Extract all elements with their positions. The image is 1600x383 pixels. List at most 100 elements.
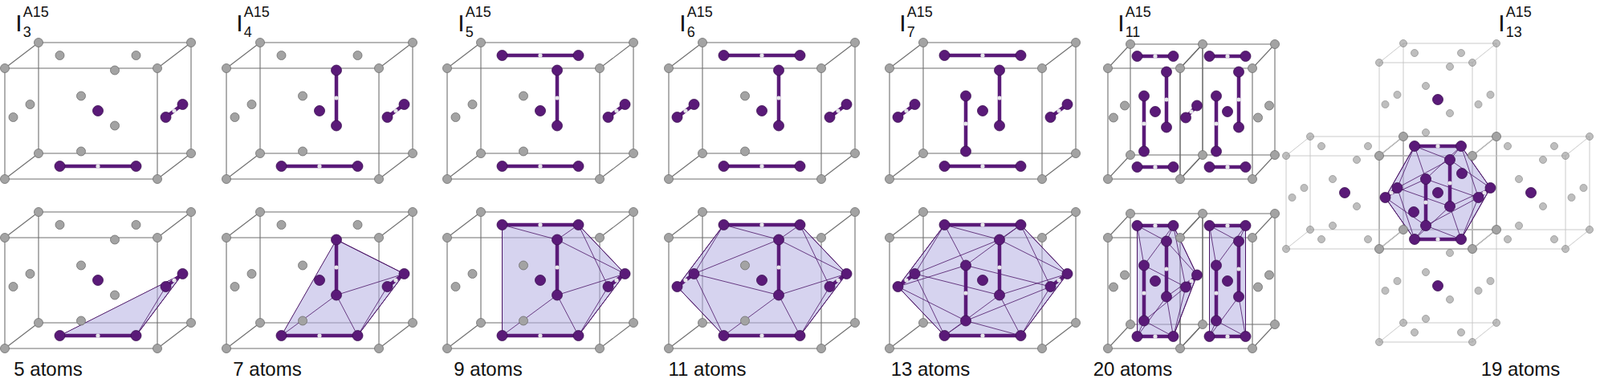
atom-count: 20 atoms [1093, 358, 1173, 380]
polyhedron-edge [578, 224, 626, 274]
cell-edge [1252, 213, 1275, 238]
cell-edge [1180, 154, 1203, 180]
cell-edge [1379, 248, 1473, 250]
cluster-atom [1233, 236, 1245, 247]
lattice-atom [353, 51, 363, 61]
lattice-atom [1198, 320, 1208, 330]
cell-edge [820, 68, 822, 180]
lattice-atom [443, 344, 452, 354]
cluster-atom [1161, 236, 1173, 247]
lattice-atom [1103, 175, 1113, 184]
cluster-atom [773, 234, 785, 245]
cell-edge [668, 42, 703, 69]
script-stack: A154 [244, 4, 270, 40]
lattice-atom [476, 149, 486, 159]
panel-title: IA155 [457, 4, 491, 40]
lattice-atom [8, 113, 18, 123]
title-subscript: 4 [244, 24, 253, 40]
lattice-atom [1126, 40, 1136, 49]
bond-midpoint [1225, 53, 1230, 58]
dimer-bond [724, 333, 801, 338]
cell-edge [260, 211, 413, 212]
cell-edge [378, 153, 413, 180]
cluster-atom [1204, 331, 1215, 342]
bond-midpoint [95, 163, 100, 168]
unit-cell-figure [1103, 40, 1280, 184]
polyhedron-edge [1021, 224, 1051, 287]
lattice-atom [298, 260, 308, 270]
polyhedron-edge [336, 240, 405, 275]
lattice-atom [1300, 184, 1308, 192]
lattice-atom [408, 38, 418, 48]
cluster-polyhedron [677, 224, 847, 336]
lattice-atom [1474, 287, 1482, 295]
cell-edge [1107, 237, 1108, 349]
lattice-atom [885, 344, 895, 354]
cell-edge [447, 42, 481, 69]
cluster-polyhedron [898, 224, 1068, 336]
cluster-atom [1150, 106, 1161, 118]
lattice-atom [1198, 209, 1208, 219]
polyhedron-edge [694, 240, 780, 275]
dimer-bond [334, 70, 339, 127]
title-subscript: 3 [23, 24, 32, 40]
lattice-atom [1318, 142, 1326, 151]
lattice-atom [629, 149, 639, 159]
cell-edge [702, 211, 855, 212]
lattice-atom [1071, 318, 1081, 328]
cell-edge [702, 152, 855, 154]
lattice-atom [1446, 296, 1454, 304]
lattice-atom [1474, 101, 1482, 109]
polyhedron-edge [1385, 146, 1416, 198]
lattice-atom [187, 38, 196, 48]
dimer-bond [944, 223, 1022, 228]
cell-edge [4, 211, 39, 238]
lattice-atom [187, 207, 196, 217]
polyhedron-edge [1209, 297, 1240, 338]
lattice-atom [1288, 194, 1296, 202]
cell-edge [226, 322, 261, 349]
cell-edge [4, 236, 158, 238]
cluster-atom [794, 330, 806, 342]
cluster-atom [602, 281, 614, 293]
lattice-atom [1270, 150, 1280, 160]
polyhedron-edge [898, 286, 945, 336]
lattice-atom [443, 64, 452, 74]
bond-midpoint [1141, 290, 1146, 295]
lattice-atom [885, 233, 895, 243]
lattice-atom [1306, 226, 1315, 234]
bond-midpoint [1056, 108, 1061, 113]
cell-edge [889, 153, 924, 180]
bond-midpoint [1225, 333, 1230, 338]
cell-edge [1107, 213, 1131, 238]
lattice-atom [595, 344, 605, 354]
cluster-atom [1204, 51, 1215, 62]
cell-edge [599, 211, 634, 238]
cluster-atom [994, 289, 1006, 301]
lattice-atom [1120, 270, 1130, 280]
lattice-atom [1567, 194, 1576, 202]
lattice-atom [850, 318, 860, 328]
cluster-atom [535, 105, 546, 117]
cell-edge [667, 237, 669, 349]
cell-edge [447, 153, 481, 180]
unit-cell-figure [0, 38, 196, 184]
polyhedron-edge [965, 224, 1022, 266]
cell-edge [1378, 155, 1380, 249]
lattice-atom [451, 282, 461, 292]
lattice-atom [1265, 270, 1275, 280]
title-superscript: A15 [23, 4, 49, 20]
unit-cell-figure [443, 38, 639, 184]
lattice-atom [1469, 338, 1477, 347]
lattice-atom [1270, 320, 1280, 330]
cell-edge [889, 211, 924, 238]
bond-midpoint [537, 333, 542, 338]
cell-edge [1472, 155, 1566, 157]
cell-edge [1472, 248, 1566, 250]
polyhedron-edge [915, 273, 945, 336]
cluster-atom [1204, 162, 1215, 173]
cell-edge [447, 211, 481, 238]
cell-edge [598, 68, 600, 180]
cell-edge [599, 42, 634, 69]
cell-edge [922, 42, 924, 154]
